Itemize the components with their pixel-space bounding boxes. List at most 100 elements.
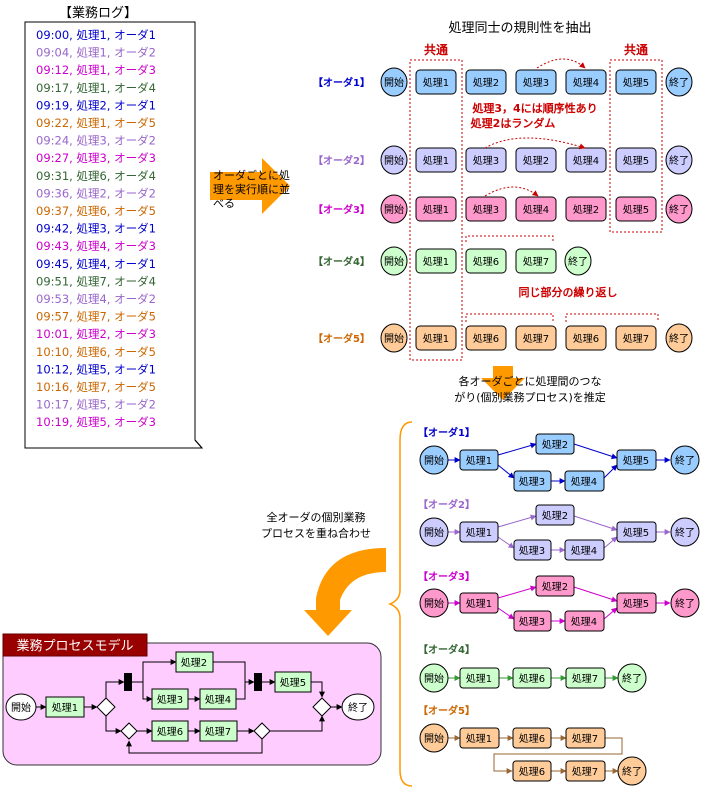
repeat-brace-o5-b [565,313,659,322]
model-gateway-loop-merge [120,722,138,740]
model-task3 [151,688,189,710]
order4-end-label: 終了 [622,672,642,685]
order4-task7 [565,667,606,689]
model-task7-label: 処理7 [205,725,231,738]
order1-label: 【オーダ1】 [418,426,475,439]
regularity-task [515,325,557,351]
order3-task5-label: 処理5 [623,597,649,610]
order3-task2-label: 処理2 [542,580,568,593]
regularity-end-label: 終了 [669,76,689,89]
step3-label-2: プロセスを重ね合わせ [261,526,371,540]
log-entry: 09:04, 処理1, オーダ2 [36,46,156,60]
model-task1-label: 処理1 [52,701,78,714]
order4-end [617,663,647,693]
step1-arrow: オーダごとに処 理を実行順に並 べる [210,158,290,214]
order5-start [419,723,449,753]
regularity-start [380,194,408,224]
order2-start [419,517,449,547]
regularity-task-label: 処理1 [423,332,449,345]
order-hint-1 [536,58,586,69]
regularity-end [665,67,693,97]
order2-task2-label: 処理2 [542,509,568,522]
order4-start-label: 開始 [424,672,444,685]
process-order4: 【オーダ4】 開始 処理1 処理6 処理7 終了 [418,643,647,693]
log-entry: 09:53, 処理4, オーダ2 [36,292,156,306]
order4-task1-label: 処理1 [466,672,492,685]
order1-task5-label: 処理5 [623,454,649,467]
regularity-task-label: 処理1 [423,76,449,89]
regularity-task [565,69,607,95]
order1-start [419,445,449,475]
regularity-task-label: 処理5 [623,76,649,89]
order3-start [419,588,449,618]
regularity-task [515,69,557,95]
order3-task3 [513,610,552,632]
regularity-end [564,246,592,276]
regularity-start-label: 開始 [384,203,404,216]
process-order3: 【オーダ3】 開始 処理1 処理2 処理3 処理4 処理5 終了 [418,570,700,632]
model-title: 業務プロセスモデル [16,638,133,654]
regularity-end [665,323,693,353]
regularity-task [415,147,457,173]
model-task5-label: 処理5 [280,676,306,689]
order3-task3-label: 処理3 [519,615,545,628]
regularity-row-label: 【オーダ1】 [313,76,370,89]
regularity-task [465,325,507,351]
log-entry: 09:12, 処理1, オーダ3 [36,63,156,77]
regularity-end-label: 終了 [568,255,588,268]
log-entry: 09:57, 処理7, オーダ5 [36,310,156,324]
regularity-task-label: 処理3 [523,76,549,89]
log-entry: 09:17, 処理1, オーダ4 [36,81,156,95]
order4-task1 [459,667,500,689]
model-join-bar [254,673,262,691]
log-entry: 10:17, 処理5, オーダ2 [36,398,156,412]
repeat-brace-o5-a [465,313,554,322]
order5-task6b [512,760,552,782]
step2-arrow-shape [481,366,525,400]
order1-task5 [616,449,657,471]
model-gateway-merge [312,697,332,717]
individual-processes: 【オーダ1】 開始 処理1 処理2 処理3 処理4 処理5 終了 【オーダ2 [418,426,700,786]
step2-arrow: 各オーダごとに処理間のつな がり(個別業務プロセス)を推定 [454,366,606,404]
regularity-task-label: 処理6 [573,332,599,345]
regularity-start-label: 開始 [384,332,404,345]
model-task2 [175,651,214,673]
regularity-task [515,248,557,274]
process-model: 業務プロセスモデル 開始 終了 処理1 処理2 [2,633,382,766]
regularity-task-label: 処理4 [573,76,599,89]
regularity-start-label: 開始 [384,154,404,167]
step2-label-2: がり(個別業務プロセス)を推定 [454,390,606,404]
order3-label: 【オーダ3】 [418,570,475,583]
log-entry: 09:22, 処理1, オーダ5 [36,116,156,130]
log-entry: 10:16, 処理7, オーダ5 [36,380,156,394]
order-note-2: 処理2はランダム [470,116,556,130]
repeat-brace-o4 [465,235,554,242]
regularity-task-label: 処理6 [473,255,499,268]
log-entry: 09:36, 処理2, オーダ2 [36,186,156,200]
step3-arrow-shape [304,548,386,636]
order5-end [617,756,647,786]
grouping-brace [387,421,413,787]
order-note-1: 処理3，4には順序性あり [471,101,597,115]
regularity-row-label: 【オーダ5】 [313,332,370,345]
model-gateway-split [96,697,116,717]
log-entry: 09:51, 処理7, オーダ4 [36,274,156,288]
order2-end [670,517,700,547]
order1-task1-label: 処理1 [466,454,492,467]
regularity-task [515,196,557,222]
repeat-note: 同じ部分の繰り返し [519,285,618,299]
order1-task4 [564,470,605,492]
order4-label: 【オーダ4】 [418,643,475,656]
order2-task3 [513,539,552,561]
order5-task7b-label: 処理7 [572,765,598,778]
model-task1 [45,696,85,718]
regularity-task [415,69,457,95]
order1-task1 [459,449,499,471]
regularity-task-label: 処理5 [623,203,649,216]
regularity-task [465,69,507,95]
order3-task4-label: 処理4 [571,615,597,628]
order-hint-2 [484,137,586,150]
order1-start-label: 開始 [424,454,444,467]
